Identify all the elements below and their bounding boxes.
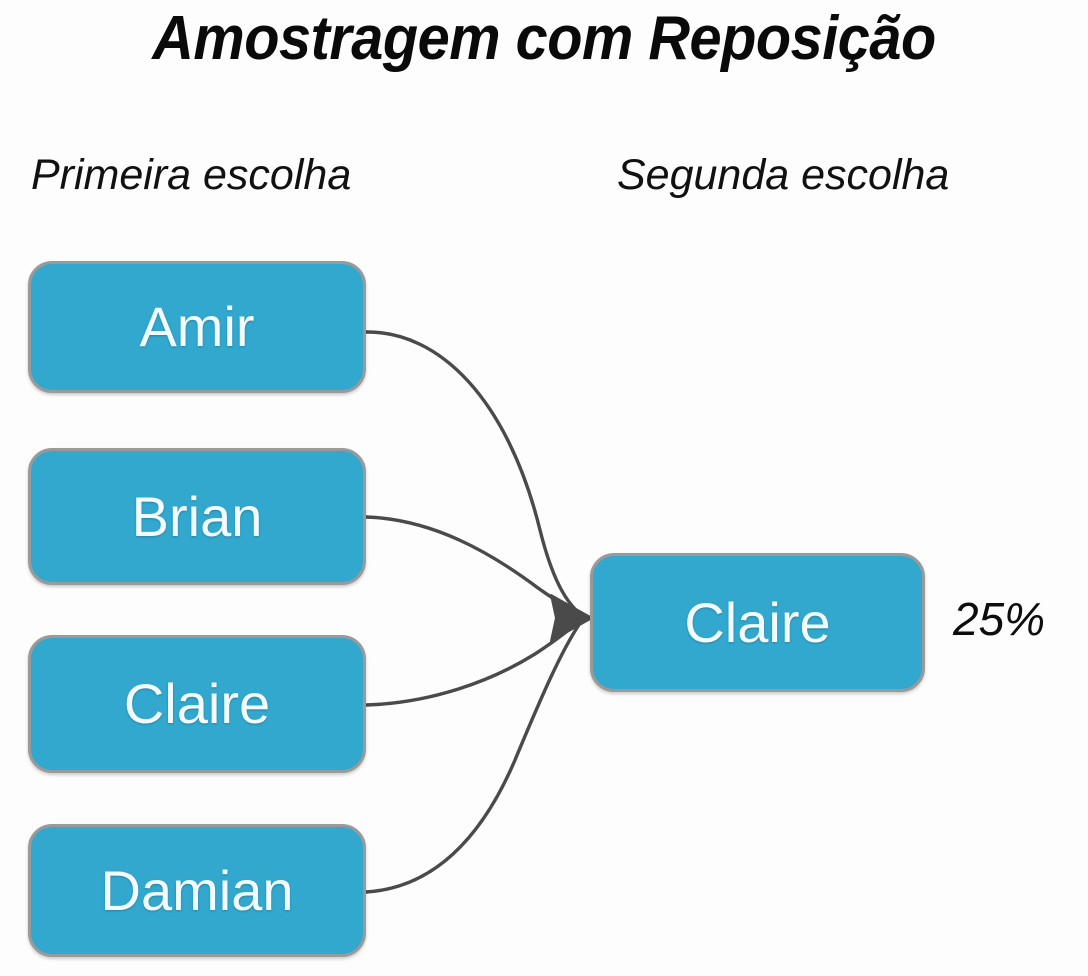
node-label: Brian	[131, 484, 263, 548]
edge-claire-to-claire	[364, 616, 585, 707]
node-label: Claire	[123, 672, 271, 735]
node-second-choice-claire[interactable]: Claire	[590, 553, 925, 692]
arrowhead-icon	[550, 594, 593, 642]
node-label: Amir	[139, 295, 255, 358]
node-first-choice-brian[interactable]: Brian	[28, 448, 366, 585]
edge-brian-to-claire	[364, 515, 585, 618]
node-label: Claire	[684, 590, 831, 654]
column-header-first-choice: Primeira escolha	[31, 151, 352, 199]
node-first-choice-claire[interactable]: Claire	[28, 635, 366, 773]
edge-damian-to-claire	[364, 617, 585, 894]
node-first-choice-amir[interactable]: Amir	[28, 261, 366, 393]
node-label: Damian	[100, 858, 294, 922]
node-first-choice-damian[interactable]: Damian	[28, 824, 366, 957]
edge-amir-to-claire	[364, 330, 585, 618]
column-header-second-choice: Segunda escolha	[617, 151, 950, 199]
page-title: Amostragem com Reposição	[152, 4, 936, 73]
probability-label: 25%	[953, 593, 1046, 645]
